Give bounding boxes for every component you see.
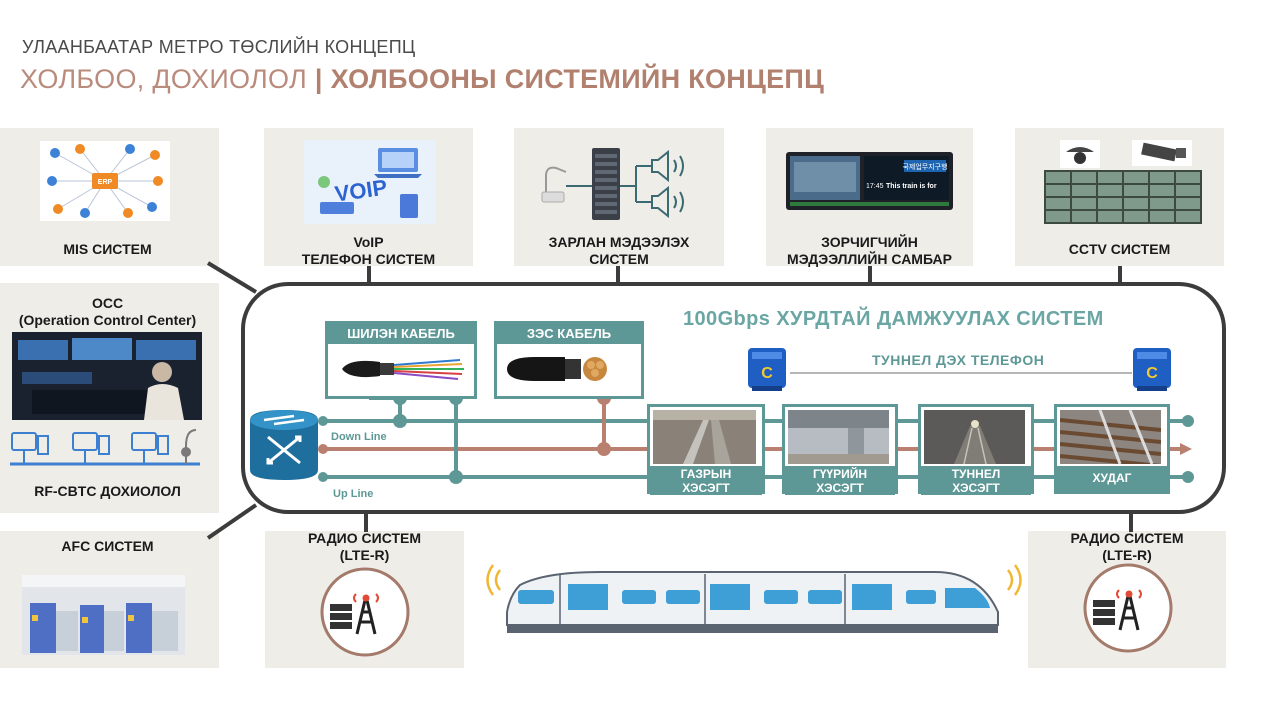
power-cable-label: ЗЭС КАБЕЛЬ xyxy=(497,324,641,344)
mis-caption: MIS СИСТЕМ xyxy=(63,241,152,257)
segment-tunnel-label-l2: ХЭСЭГТ xyxy=(952,481,1000,495)
line-end-dots xyxy=(318,415,1194,483)
fiber-cable-icon xyxy=(342,359,464,380)
page-subtitle: УЛААНБААТАР МЕТРО ТӨСЛИЙН КОНЦЕПЦ xyxy=(22,37,416,57)
segment-ground-label-l2: ХЭСЭГТ xyxy=(682,481,730,495)
occ-thumbnail xyxy=(12,332,202,420)
segment-bridge-label-l1: ГҮҮРИЙН xyxy=(812,467,868,481)
segment-ground-label-l1: ГАЗРЫН xyxy=(680,467,732,481)
down-line-label: Down Line xyxy=(331,431,387,443)
occ-caption-l1: OCC xyxy=(91,295,124,311)
afc-caption: AFC СИСТЕМ xyxy=(61,538,154,554)
segment-depot-image xyxy=(1060,410,1161,464)
voip-caption-l2: ТЕЛЕФОН СИСТЕМ xyxy=(301,251,436,267)
radio-left-caption-l1: РАДИО СИСТЕМ xyxy=(307,530,422,546)
radio-right-caption: РАДИО СИСТЕМ(LTE-R) xyxy=(1028,530,1226,564)
segment-bridge-image xyxy=(788,410,889,464)
occ-caption-l2: (Operation Control Center) xyxy=(18,312,197,328)
tunnel-phone-label: ТУННЕЛ ДЭХ ТЕЛЕФОН xyxy=(872,352,1045,368)
router-icon xyxy=(250,410,318,480)
cctv-thumbnail xyxy=(1044,140,1202,224)
svg-text:ERP: ERP xyxy=(98,179,113,186)
up-line-label: Up Line xyxy=(333,488,374,500)
title-part1: ХОЛБОО, ДОХИОЛОЛ xyxy=(20,64,308,94)
fiber-cable-label: ШИЛЭН КАБЕЛЬ xyxy=(328,324,474,344)
tunnel-phone-icon-right: C xyxy=(1133,348,1171,391)
afc-thumbnail xyxy=(22,575,185,655)
tunnel-phone-icon-left: C xyxy=(748,348,786,391)
segment-depot-label-l1: ХУДАГ xyxy=(1092,471,1132,485)
radio-right-caption-l1: РАДИО СИСТЕМ xyxy=(1070,530,1184,546)
radio-left-caption: РАДИО СИСТЕМ(LTE-R) xyxy=(265,530,464,564)
pis-thumb-korean: 국제업무지구행 xyxy=(902,162,947,171)
segment-depot-label: ХУДАГ xyxy=(1057,466,1167,494)
segment-ground-image xyxy=(653,410,756,464)
pa-thumbnail xyxy=(541,148,684,220)
title-separator: | xyxy=(314,64,323,94)
radio-tower-icon-left xyxy=(320,567,410,657)
svg-text:C: C xyxy=(1146,365,1158,382)
cbtc-network-icon xyxy=(10,429,200,466)
connector-lines xyxy=(206,261,1133,540)
pis-thumb-english: This train is for xyxy=(886,183,937,190)
segment-bridge-label-l2: ХЭСЭГТ xyxy=(816,481,864,495)
occ-caption: OCC(Operation Control Center) xyxy=(0,295,215,329)
svg-text:C: C xyxy=(761,365,773,382)
train-icon xyxy=(506,571,999,633)
pis-thumbnail: 국제업무지구행 17:45 This train is for xyxy=(786,152,953,210)
cctv-caption: CCTV СИСТЕМ xyxy=(1068,241,1171,257)
pis-thumb-time: 17:45 xyxy=(866,183,884,190)
segment-tunnel-label-l1: ТУННЕЛ xyxy=(951,467,1001,481)
mis-thumbnail: ERP xyxy=(40,141,170,221)
train-signal-waves xyxy=(486,564,1022,596)
radio-right-caption-l2: (LTE-R) xyxy=(1102,547,1152,563)
pis-caption-l2: МЭДЭЭЛЛИЙН САМБАР xyxy=(787,251,952,267)
voip-caption-l1: VoIP xyxy=(353,234,384,250)
title-part2: ХОЛБООНЫ СИСТЕМИЙН КОНЦЕПЦ xyxy=(330,64,825,94)
radio-tower-icon-right xyxy=(1083,563,1173,653)
voip-thumbnail: VOIP xyxy=(304,140,436,224)
segment-tunnel-image xyxy=(924,410,1025,464)
radio-left-caption-l2: (LTE-R) xyxy=(339,547,390,563)
cbtc-caption: RF-CBTC ДОХИОЛОЛ xyxy=(34,483,181,499)
backbone-title: 100Gbps ХУРДТАЙ ДАМЖУУЛАХ СИСТЕМ xyxy=(683,308,1104,330)
pa-caption-l2: СИСТЕМ xyxy=(589,251,649,267)
power-cable-icon xyxy=(507,357,607,381)
page-title: ХОЛБОО, ДОХИОЛОЛ | ХОЛБООНЫ СИСТЕМИЙН КО… xyxy=(20,64,824,95)
pa-caption-l1: ЗАРЛАН МЭДЭЭЛЭХ xyxy=(548,234,690,250)
pis-caption-l1: ЗОРЧИГЧИЙН xyxy=(821,234,918,250)
